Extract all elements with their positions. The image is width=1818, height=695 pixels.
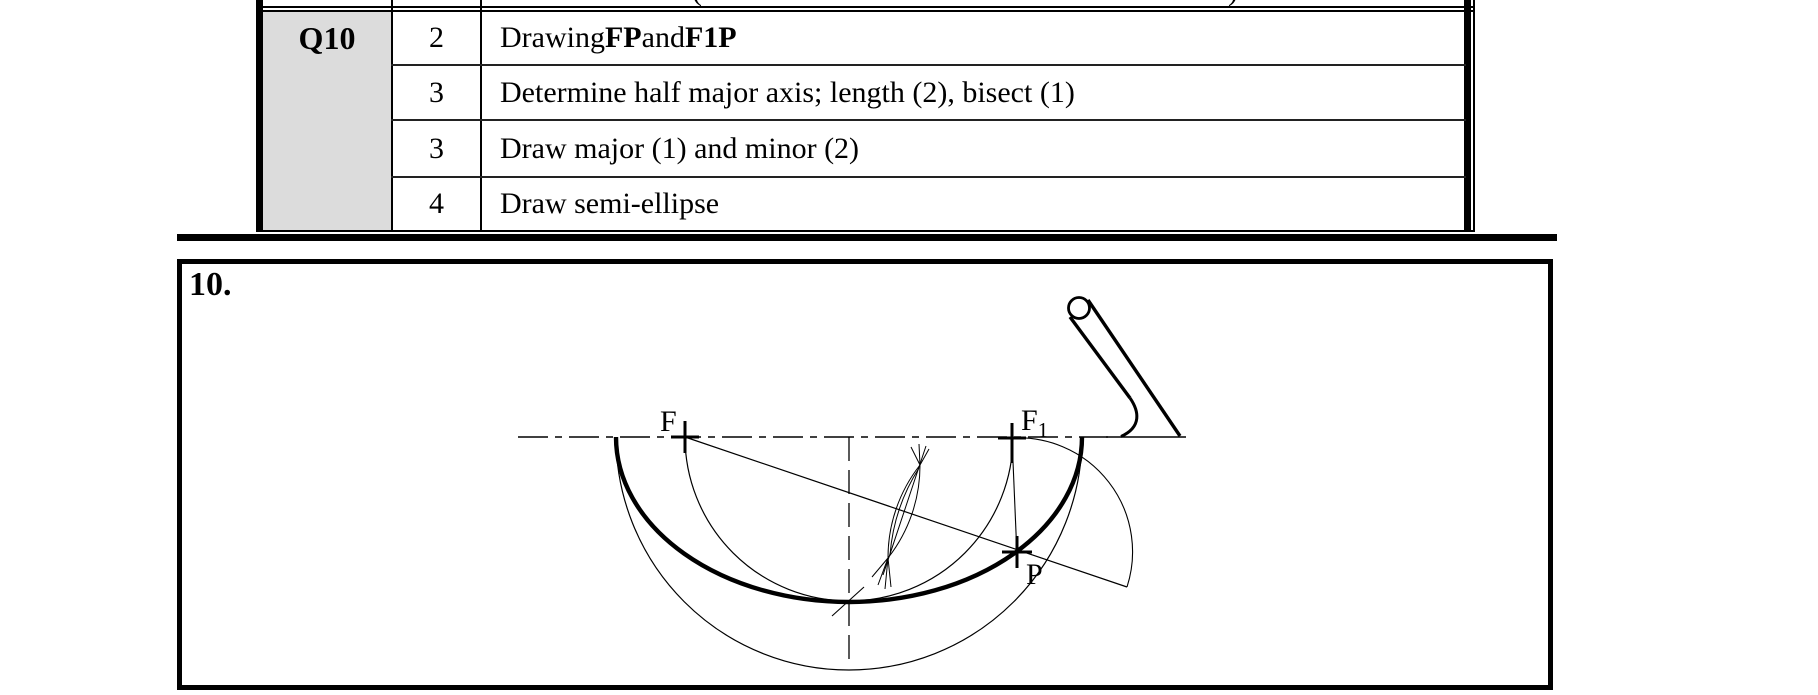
table-right-border — [1464, 0, 1471, 232]
description-cell: Draw major (1) and minor (2) — [500, 131, 860, 165]
table-bottom-border — [256, 230, 1475, 232]
description-text: and — [641, 21, 685, 54]
description-cell: Drawing FP and F1P — [500, 12, 1460, 64]
question-id-cell — [263, 12, 391, 230]
focus-F-cross-mark — [671, 421, 699, 453]
table-col-border-1 — [391, 0, 393, 232]
description-bold: F1P — [684, 21, 737, 54]
major-auxiliary-arc — [615, 436, 1083, 671]
figure-box — [177, 259, 1553, 690]
line-F-through-P — [684, 436, 1128, 588]
pen-icon — [1067, 296, 1182, 438]
table-left-border — [256, 0, 263, 232]
lens-arc-right — [887, 464, 921, 559]
semi-ellipse-curve — [613, 436, 1085, 605]
label-P: P — [1026, 558, 1043, 591]
label-F1: F1 — [1021, 404, 1048, 442]
partial-top-row: ( ) — [256, 0, 1474, 7]
pen-right-edge — [1086, 299, 1182, 437]
marks-cell: 3 — [429, 75, 444, 109]
partial-open-paren: ( — [692, 0, 702, 7]
description-bold: FP — [604, 21, 642, 54]
table-col-border-2 — [480, 0, 482, 232]
section-separator-line — [177, 234, 1557, 241]
bisection-lens-construction — [871, 443, 930, 590]
arc-F1-to-extension — [1011, 437, 1134, 588]
pen-ring — [1067, 296, 1091, 320]
description-cell: Determine half major axis; length (2), b… — [500, 75, 1075, 109]
table-double-line-top — [256, 6, 1475, 8]
table-row-line-3 — [391, 176, 1466, 178]
pen-hook — [1120, 397, 1139, 438]
description-text: Drawing — [500, 21, 605, 54]
table-double-line-bottom — [256, 10, 1475, 12]
marks-cell: 4 — [429, 187, 444, 220]
point-P-cross-mark — [1002, 536, 1032, 568]
marks-cell: 2 — [429, 21, 444, 54]
description-cell: Draw semi-ellipse — [500, 187, 720, 220]
table-right-outer-line — [1473, 0, 1475, 232]
question-id: Q10 — [298, 19, 356, 56]
minor-axis-tick — [831, 586, 865, 617]
lens-inner-arc-left — [889, 467, 920, 556]
lens-fan-bottom — [871, 557, 892, 590]
focus-F1-cross-mark — [998, 423, 1026, 463]
lens-arc-left — [887, 464, 921, 559]
figure-number: 10. — [189, 266, 232, 303]
label-F: F — [660, 405, 677, 438]
partial-close-paren: ) — [1228, 0, 1238, 7]
bisector-line — [882, 445, 927, 576]
table-row-line-2 — [391, 119, 1466, 121]
table-row-line-1 — [391, 64, 1466, 66]
marks-cell: 3 — [429, 131, 444, 165]
lens-fan-top — [910, 443, 930, 466]
pen-left-edge — [1068, 315, 1132, 400]
